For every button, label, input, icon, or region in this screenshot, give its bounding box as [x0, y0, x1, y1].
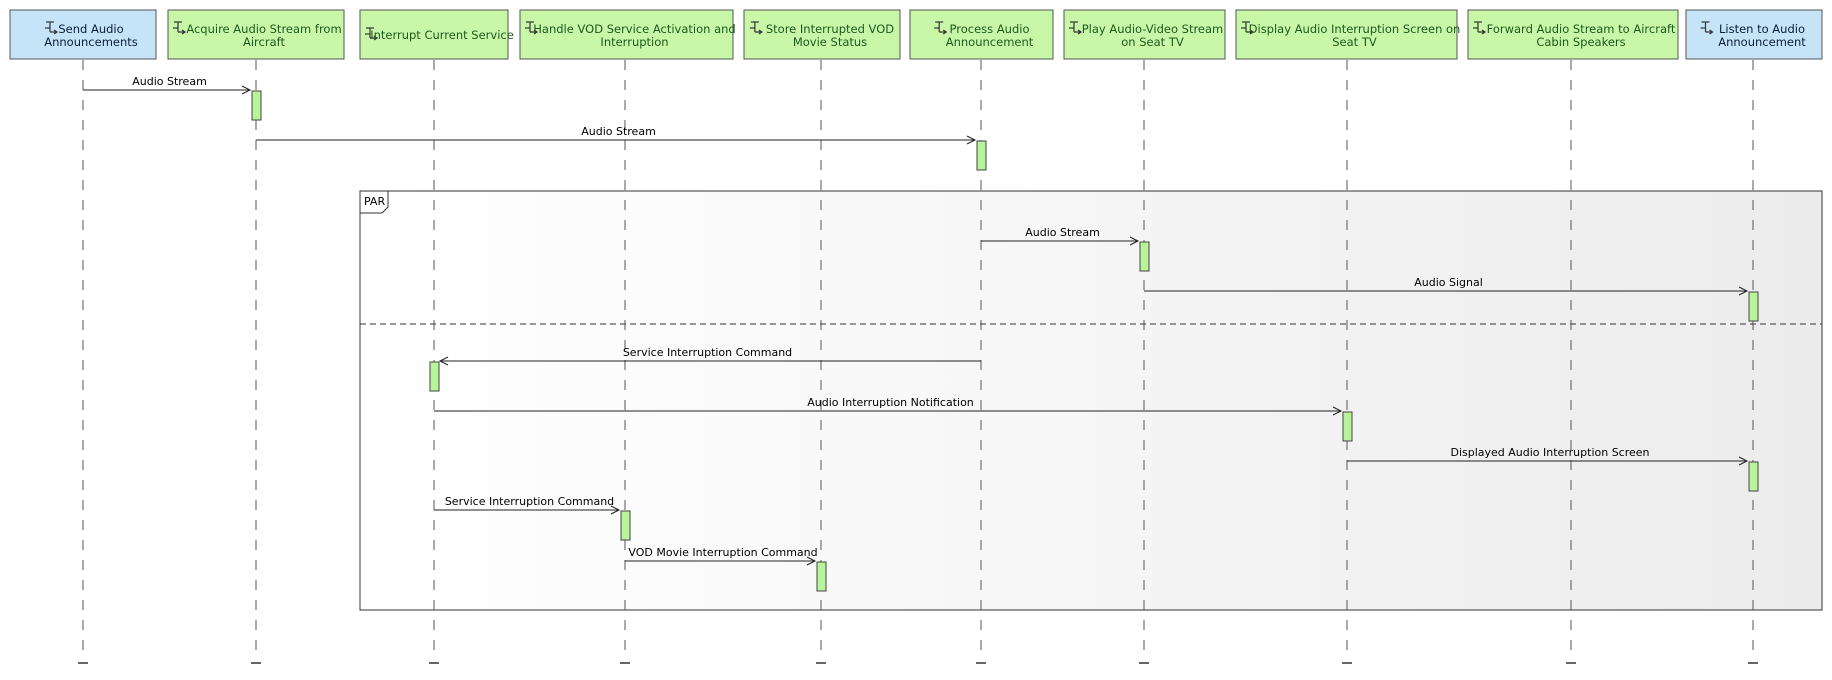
par-fragment-label: PAR: [364, 195, 385, 208]
participant-box: [167, 9, 345, 60]
message-6: Audio Interruption Notification: [434, 396, 1343, 416]
participant-label-line: Store Interrupted VOD: [766, 22, 894, 36]
message-label: VOD Movie Interruption Command: [628, 546, 817, 559]
participant-box: [1685, 9, 1823, 60]
message-arrowhead: [1738, 286, 1749, 296]
par-fragment-tab: [360, 191, 389, 214]
message-5: Service Interruption Command: [438, 346, 981, 366]
participant-p2[interactable]: Interrupt Current Service: [359, 9, 514, 60]
activation-bar: [816, 561, 827, 592]
par-fragment: [359, 190, 1823, 611]
participant-box: [1063, 9, 1226, 60]
participant-box: [743, 9, 901, 60]
message-label: Service Interruption Command: [623, 346, 792, 359]
message-arrowhead: [806, 556, 817, 566]
participant-box: [9, 9, 157, 60]
function-icon: [1069, 21, 1083, 35]
function-icon: [45, 21, 59, 35]
function-icon: [365, 27, 379, 41]
participant-box: [1235, 9, 1458, 60]
message-4: Audio Signal: [1144, 276, 1749, 296]
participant-label-line: Acquire Audio Stream from: [186, 22, 341, 36]
message-label: Audio Signal: [1414, 276, 1483, 289]
participant-label-line: on Seat TV: [1121, 35, 1184, 49]
activation-bar: [429, 361, 440, 392]
participant-label-line: Announcement: [1718, 35, 1806, 49]
function-icon: [525, 21, 539, 35]
participant-label-line: Forward Audio Stream to Aircraft: [1487, 22, 1676, 36]
participant-p3[interactable]: Handle VOD Service Activation andInterru…: [519, 9, 736, 60]
participant-label-line: Listen to Audio: [1719, 22, 1805, 36]
message-arrowhead: [966, 135, 977, 145]
message-arrowhead: [1332, 406, 1343, 416]
activation-bar: [1748, 461, 1759, 492]
participant-label-line: Aircraft: [243, 35, 285, 49]
participant-label-line: Process Audio: [950, 22, 1030, 36]
activation-bar: [1139, 241, 1150, 272]
function-icon: [749, 21, 763, 35]
message-arrowhead: [1738, 456, 1749, 466]
participant-box: [909, 9, 1054, 60]
message-8: Service Interruption Command: [434, 495, 621, 515]
participant-label-line: Seat TV: [1332, 35, 1377, 49]
activation-bar: [620, 510, 631, 541]
activation-bar: [976, 140, 987, 171]
participant-label-line: Play Audio-Video Stream: [1082, 22, 1224, 36]
message-arrowhead: [1129, 236, 1140, 246]
participant-label-line: Movie Status: [793, 35, 867, 49]
message-arrowhead: [241, 85, 252, 95]
function-icon: [173, 21, 187, 35]
participant-label-line: Interrupt Current Service: [370, 28, 514, 42]
participant-label-line: Handle VOD Service Activation and: [533, 22, 735, 36]
participant-label-line: Send Audio: [58, 22, 123, 36]
message-arrowhead: [438, 356, 449, 366]
message-label: Audio Stream: [1025, 226, 1100, 239]
message-label: Displayed Audio Interruption Screen: [1450, 446, 1649, 459]
function-icon: [934, 21, 948, 35]
message-9: VOD Movie Interruption Command: [625, 546, 818, 566]
activation-bar: [1342, 411, 1353, 442]
function-icon: [1241, 21, 1255, 35]
participant-label-line: Announcement: [946, 35, 1034, 49]
message-3: Audio Stream: [981, 226, 1140, 246]
activation-bar: [251, 90, 262, 121]
participant-label-line: Cabin Speakers: [1536, 35, 1625, 49]
message-1: Audio Stream: [83, 75, 252, 95]
message-label: Audio Stream: [132, 75, 207, 88]
message-label: Audio Stream: [581, 125, 656, 138]
participant-p7[interactable]: Display Audio Interruption Screen onSeat…: [1235, 9, 1461, 60]
participant-box: [359, 9, 509, 60]
message-label: Service Interruption Command: [445, 495, 614, 508]
participant-box: [1467, 9, 1679, 60]
function-icon: [1700, 21, 1714, 35]
message-7: Displayed Audio Interruption Screen: [1347, 446, 1749, 466]
function-icon: [1473, 21, 1487, 35]
message-label: Audio Interruption Notification: [807, 396, 974, 409]
participant-label-line: Interruption: [600, 35, 668, 49]
participant-label-line: Announcements: [44, 35, 138, 49]
activation-bar: [1748, 291, 1759, 322]
message-2: Audio Stream: [256, 125, 977, 145]
participant-box: [519, 9, 734, 60]
message-arrowhead: [610, 505, 621, 515]
participant-label-line: Display Audio Interruption Screen on: [1249, 22, 1461, 36]
